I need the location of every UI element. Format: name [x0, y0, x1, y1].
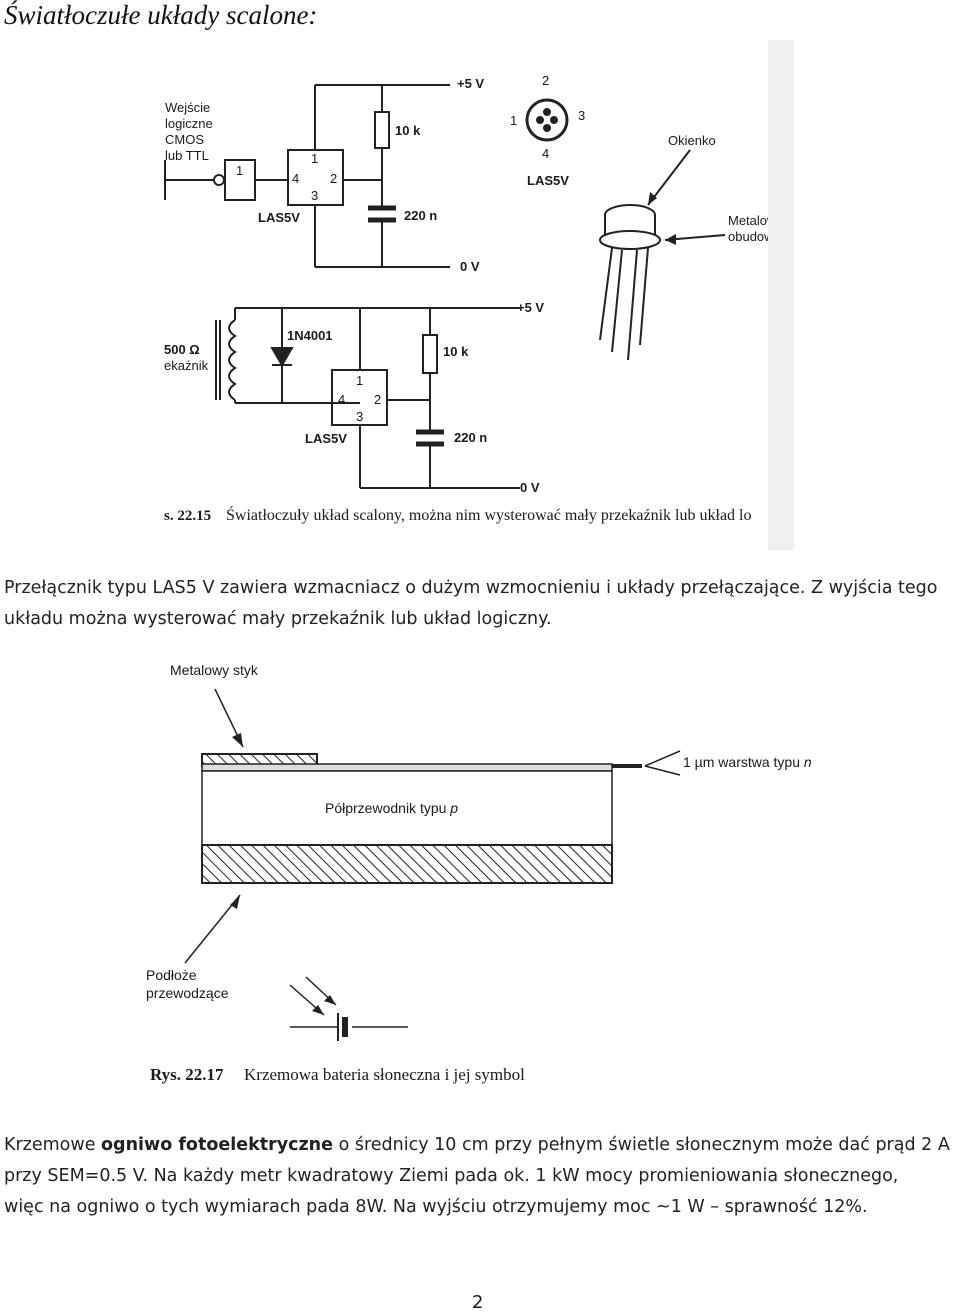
- contact-label: Metalowy styk: [170, 662, 259, 678]
- page-number: 2: [472, 1292, 484, 1313]
- bottom-capacitor-label: 220 n: [454, 430, 487, 445]
- figure2-caption-text: Krzemowa bateria słoneczna i jej symbol: [244, 1065, 525, 1084]
- top-resistor-label: 10 k: [395, 123, 421, 138]
- bottom-pin-4: 4: [338, 392, 345, 407]
- figure-las5v-circuits: Wejście logiczne CMOS lub TTL 1 1 4 2 3 …: [164, 40, 794, 550]
- diode-symbol: [270, 347, 294, 367]
- figure2-caption-number: Rys. 22.17: [150, 1065, 224, 1084]
- paragraph-solar-cell-line-3: więc na ogniwo o tych wymiarach pada 8W.…: [4, 1197, 868, 1217]
- paragraph-solar-cell-line-1-end: o średnicy 10 cm przy pełnym świetle sło…: [333, 1135, 950, 1155]
- input-label-line-3: CMOS: [165, 132, 204, 147]
- top-chip-label: LAS5V: [258, 210, 300, 225]
- top-resistor: [374, 111, 390, 149]
- bottom-chip-label: LAS5V: [305, 431, 347, 446]
- relay-label-line-1: 500 Ω: [164, 342, 200, 357]
- paragraph-las5v: Przełącznik typu LAS5 V zawiera wzmacnia…: [4, 573, 937, 635]
- paragraph-solar-cell-line-2: przy SEM=0.5 V. Na każdy metr kwadratowy…: [4, 1166, 899, 1186]
- figure-solar-cell: Metalowy styk 1 µm warstwa typu n Półprz…: [146, 662, 812, 1084]
- p-body-label-main: Półprzewodnik typu: [325, 800, 450, 816]
- paragraph-solar-cell: Krzemowe ogniwo fotoelektryczne o średni…: [4, 1130, 950, 1223]
- pinout-outline: [525, 98, 569, 142]
- bottom-vzero-label: 0 V: [520, 480, 540, 495]
- paragraph-solar-cell-line-1: Krzemowe ogniwo fotoelektryczne o średni…: [4, 1130, 950, 1161]
- n-layer-label-n: n: [804, 754, 812, 770]
- pinout-pin-4: 4: [542, 146, 549, 161]
- bottom-resistor: [422, 334, 438, 374]
- pinout-pin-1: 1: [510, 113, 517, 128]
- n-layer-label: 1 µm warstwa typu n: [683, 754, 812, 770]
- top-pin-4: 4: [292, 171, 299, 186]
- substrate-label-line-1: Podłoże: [146, 967, 197, 983]
- figure1-caption-number: s. 22.15: [164, 508, 211, 524]
- page-title: Światłoczułe układy scalone:: [4, 0, 318, 30]
- top-vplus-label: +5 V: [457, 76, 484, 91]
- top-pin-3: 3: [311, 188, 318, 203]
- bottom-pin-2: 2: [374, 392, 381, 407]
- input-label-line-2: logiczne: [165, 116, 213, 131]
- bottom-pin-1: 1: [356, 373, 363, 388]
- paragraph-las5v-line-1: Przełącznik typu LAS5 V zawiera wzmacnia…: [4, 578, 938, 598]
- window-label: Okienko: [668, 133, 716, 148]
- p-body-label: Półprzewodnik typu p: [325, 800, 458, 816]
- p-type-body: [201, 770, 613, 846]
- n-layer-label-main: 1 µm warstwa typu: [683, 754, 804, 770]
- pinout-pin-2: 2: [542, 73, 549, 88]
- gate-label: 1: [236, 163, 243, 178]
- pinout-pin-3: 3: [578, 108, 585, 123]
- bottom-vplus-label: +5 V: [517, 300, 544, 315]
- substrate-arrow: [184, 894, 241, 964]
- n-type-layer: [201, 763, 613, 772]
- paragraph-solar-cell-line-1-start: Krzemowe: [4, 1135, 102, 1155]
- solar-cell-term: ogniwo fotoelektryczne: [101, 1135, 334, 1155]
- top-pin-1: 1: [311, 151, 318, 166]
- bottom-pin-3: 3: [356, 409, 363, 424]
- bottom-resistor-label: 10 k: [443, 344, 469, 359]
- top-capacitor-label: 220 n: [404, 208, 437, 223]
- substrate-label-line-2: przewodzące: [146, 985, 229, 1001]
- top-vzero-label: 0 V: [460, 259, 480, 274]
- pinout-name: LAS5V: [527, 173, 569, 188]
- p-body-label-p: p: [449, 800, 458, 816]
- input-label-line-4: lub TTL: [165, 148, 209, 163]
- window-arrow: [647, 149, 691, 206]
- relay-coil: [228, 319, 237, 401]
- figure1-caption-text: Światłoczuły układ scalony, można nim wy…: [226, 505, 751, 524]
- top-pin-2: 2: [330, 171, 337, 186]
- paragraph-las5v-line-2: układu można wysterować mały przekaźnik …: [4, 609, 552, 629]
- relay-label-line-2: ekaźnik: [164, 358, 209, 373]
- input-label-line-1: Wejście: [165, 100, 210, 115]
- conductive-substrate: [201, 844, 613, 884]
- diode-label: 1N4001: [287, 328, 333, 343]
